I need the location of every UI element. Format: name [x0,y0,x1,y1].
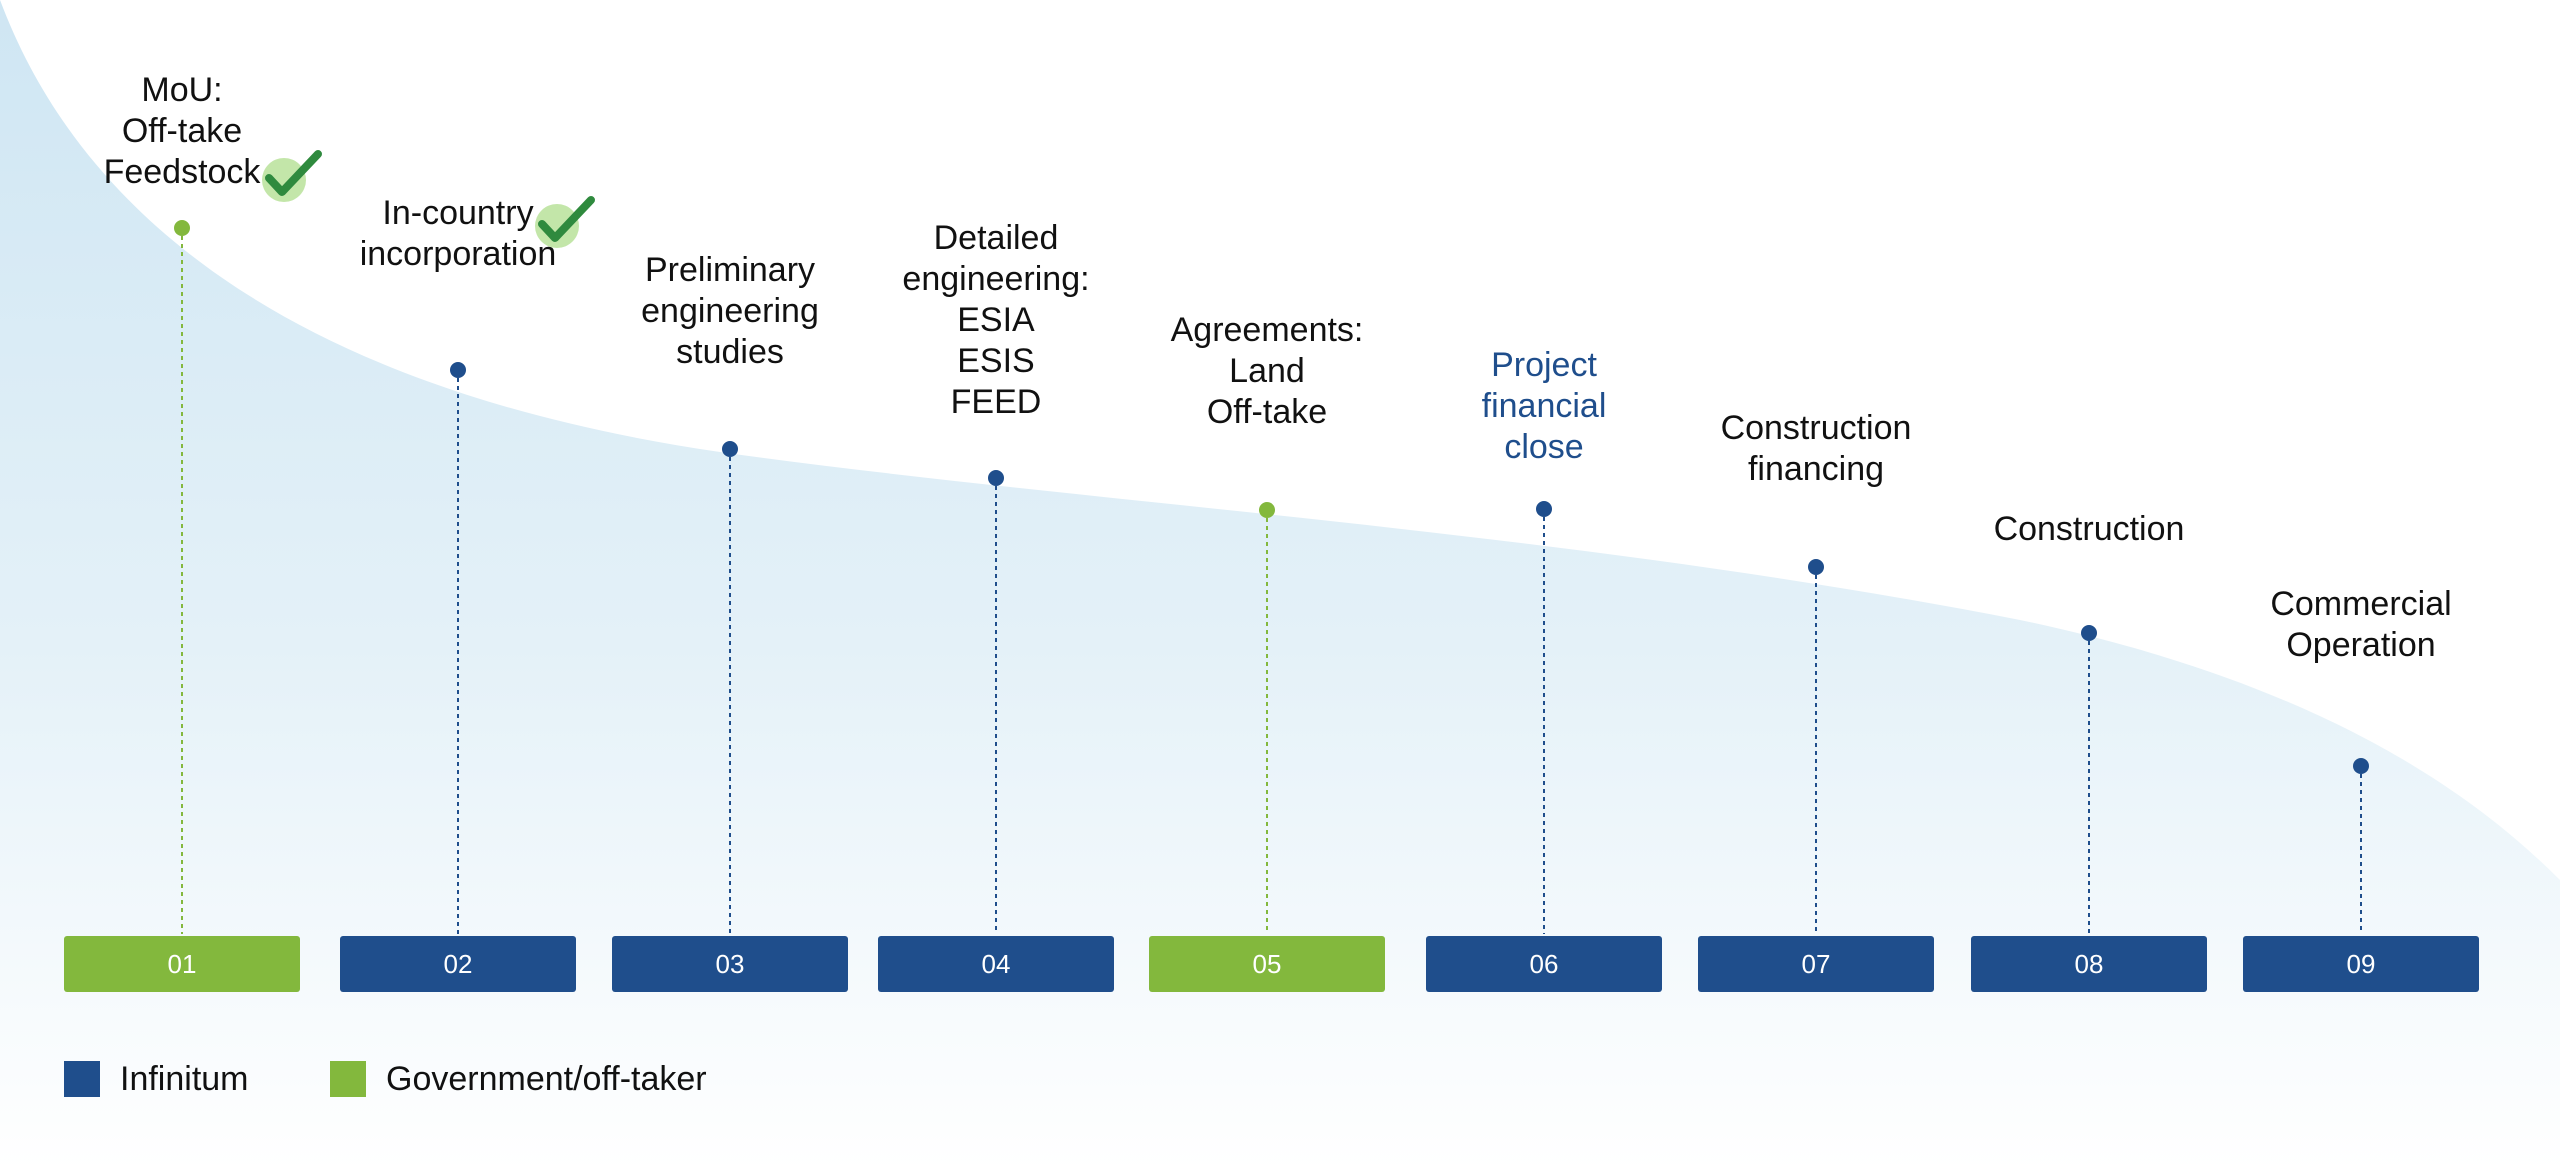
step-box-fill [1426,936,1662,992]
step-marker-07 [1808,559,1824,575]
legend-item-infinitum: Infinitum [64,1059,249,1098]
step-label-line: Feedstock [103,153,261,191]
step-label-line: Agreements: [1170,311,1364,349]
step-label-line: engineering: [902,260,1090,298]
step-number: 08 [2075,949,2104,979]
step-box-01: 01 [64,936,300,992]
step-label-line: MoU: [141,71,223,109]
step-label-line: engineering [641,292,819,330]
step-label-line: Preliminary [644,251,816,289]
step-box-fill [340,936,576,992]
check-icon [535,196,595,248]
legend-label: Infinitum [120,1059,249,1098]
step-number: 06 [1530,949,1559,979]
step-box-fill [1149,936,1385,992]
step-label-line: studies [676,333,784,371]
step-box-fill [64,936,300,992]
legend-item-government: Government/off-taker [330,1059,707,1098]
step-label-line: financial [1481,387,1607,425]
step-box-04: 04 [878,936,1114,992]
step-number: 04 [982,949,1011,979]
step-marker-09 [2353,758,2369,774]
legend-label: Government/off-taker [386,1059,707,1098]
step-label-line: Construction [1993,510,2185,548]
step-label-line: In-country [382,194,534,232]
step-box-fill [1698,936,1934,992]
step-box-fill [878,936,1114,992]
step-box-08: 08 [1971,936,2207,992]
step-marker-02 [450,362,466,378]
step-number: 07 [1802,949,1831,979]
step-number: 09 [2347,949,2376,979]
step-box-05: 05 [1149,936,1385,992]
step-box-fill [1971,936,2207,992]
step-marker-06 [1536,501,1552,517]
step-box-09: 09 [2243,936,2479,992]
step-box-02: 02 [340,936,576,992]
step-label-line: Off-take [121,112,243,150]
step-label-line: Detailed [933,219,1059,257]
step-label-line: Project [1491,346,1597,384]
step-label-line: Operation [2286,626,2436,664]
step-marker-08 [2081,625,2097,641]
step-label-line: Commercial [2270,585,2452,623]
step-marker-05 [1259,502,1275,518]
step-label-line: Construction [1720,409,1912,447]
step-number: 01 [168,949,197,979]
step-label-line: Land [1229,352,1305,390]
step-box-07: 07 [1698,936,1934,992]
step-label-line: close [1504,428,1584,466]
step-label-line: Off-take [1206,393,1328,431]
step-label-08: Construction [1994,509,2185,550]
step-marker-03 [722,441,738,457]
step-box-fill [2243,936,2479,992]
step-label-line: FEED [950,383,1042,421]
step-number: 05 [1253,949,1282,979]
step-box-03: 03 [612,936,848,992]
check-icon [262,150,322,202]
step-number: 02 [444,949,473,979]
step-marker-01 [174,220,190,236]
legend-swatch [64,1061,100,1097]
step-label-line: financing [1747,450,1885,488]
legend-swatch [330,1061,366,1097]
step-number: 03 [716,949,745,979]
step-box-06: 06 [1426,936,1662,992]
step-label-line: ESIS [957,342,1035,380]
step-box-fill [612,936,848,992]
step-label-line: incorporation [359,235,557,273]
step-marker-04 [988,470,1004,486]
step-label-line: ESIA [957,301,1035,339]
